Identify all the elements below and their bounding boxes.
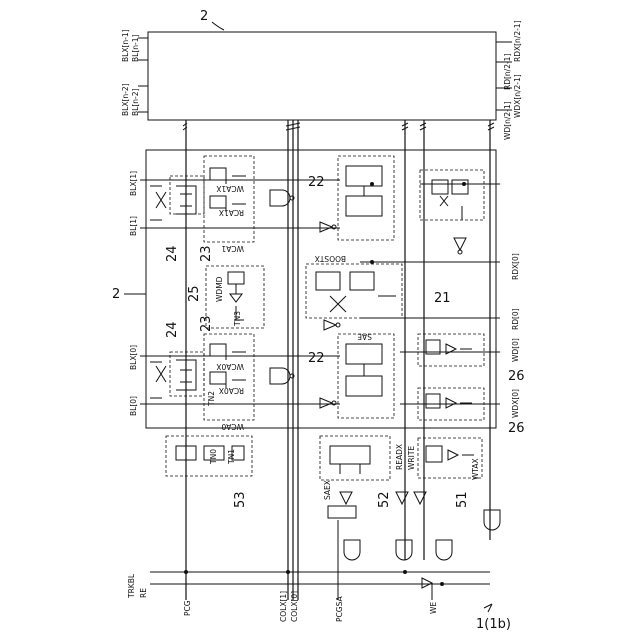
label-we: WE: [429, 602, 438, 614]
ref-sense-amp-bot: 22: [308, 351, 325, 366]
ref-write-amp-top: 23: [199, 245, 214, 262]
write-amp-top: [204, 156, 254, 242]
figure-arrow: [484, 604, 492, 612]
break-marks: [183, 123, 494, 130]
ref-write-driver-top: 26: [508, 369, 525, 384]
label-trkbl: TRKBL: [127, 573, 136, 599]
label-bl-n1: BL[n-1]: [131, 35, 140, 62]
label-readx: READX: [395, 444, 404, 470]
label-sae: SAE: [357, 332, 372, 341]
label-bl1: BL[1]: [129, 216, 138, 236]
label-wdmd: WDMD: [215, 276, 224, 302]
array-block-box: [148, 32, 496, 120]
precharge-bot: [150, 352, 204, 398]
label-pcg: PCG: [183, 600, 192, 616]
label-rca0x: RCA0X: [219, 386, 244, 395]
label-write: WRITE: [407, 446, 416, 470]
ref-timing-52: 52: [377, 491, 392, 508]
inverters: [320, 222, 466, 408]
label-pcgsa: PCGSA: [335, 596, 344, 622]
read-timing-52: [320, 436, 390, 480]
ref-tracking-53: 53: [233, 491, 248, 508]
boost-circuit: [306, 264, 402, 318]
label-wca0: WCA0: [221, 422, 244, 431]
label-wtax: WTAX: [471, 458, 480, 480]
label-tn1: TN1: [227, 449, 236, 465]
label-rd-n21: RD[n/2-1]: [503, 54, 512, 90]
figure-label: 1(1b): [476, 617, 511, 632]
nand-rca1: [270, 190, 294, 206]
label-wca1: WCA1: [221, 244, 244, 253]
label-wdx0: WDX[0]: [511, 389, 520, 418]
label-bl0: BL[0]: [129, 396, 138, 416]
label-tn3: TN3: [233, 311, 242, 327]
ref-precharge-top: 24: [165, 245, 180, 262]
label-saex: SAEX: [323, 480, 332, 500]
label-wd-n21: WD[n/2-1]: [503, 101, 512, 140]
precharge-top: [150, 176, 204, 220]
label-tn0: TN0: [209, 449, 218, 465]
label-blx-n2: BLX[n-2]: [121, 83, 130, 116]
write-amp-bot: [204, 334, 254, 420]
sense-amp-top: [338, 156, 394, 240]
ref-array-block: 2: [200, 9, 208, 24]
label-wca1x: WCA1X: [216, 184, 244, 193]
label-re: RE: [139, 588, 148, 598]
sense-amp-bot: [338, 334, 394, 418]
label-bl-n2: BL[n-2]: [131, 89, 140, 116]
label-rca1x: RCA1X: [219, 208, 244, 217]
label-tn2: TN2: [207, 391, 216, 407]
leader-array-block: [212, 22, 224, 30]
label-boostx: BOOSTX: [315, 254, 346, 263]
ref-array-block-inner: 2: [112, 287, 120, 302]
bottom-control-wires: [150, 520, 490, 600]
ref-sense-amp-top: 22: [308, 175, 325, 190]
data-latch-circuit: [420, 170, 484, 220]
label-blx-n1: BLX[n-1]: [121, 29, 130, 62]
label-colx1: COLX[1]: [279, 591, 288, 622]
label-wdx-n21: WDX[n/2-1]: [513, 74, 522, 118]
label-blx1: BLX[1]: [129, 171, 138, 196]
write-driver-top: [418, 334, 484, 366]
bottom-logic: [328, 492, 500, 588]
ref-timing-51: 51: [455, 491, 470, 508]
right-rails: [360, 184, 500, 404]
nand-rca0: [270, 368, 294, 384]
ref-dummy-cell: 25: [187, 285, 202, 302]
label-rdx-n21: RDX[n/2-1]: [513, 20, 522, 62]
label-rdx0: RDX[0]: [511, 253, 520, 280]
label-rd0: RD[0]: [511, 308, 520, 330]
label-wd0: WD[0]: [511, 338, 520, 362]
label-blx0: BLX[0]: [129, 345, 138, 370]
ref-write-driver-bot: 26: [508, 421, 525, 436]
ref-boost-circuit: 21: [434, 291, 451, 306]
label-wca0x: WCA0X: [216, 362, 244, 371]
ref-write-amp-bot: 23: [199, 315, 214, 332]
ref-precharge-bot: 24: [165, 321, 180, 338]
label-colx0: COLX[0]: [290, 591, 299, 622]
